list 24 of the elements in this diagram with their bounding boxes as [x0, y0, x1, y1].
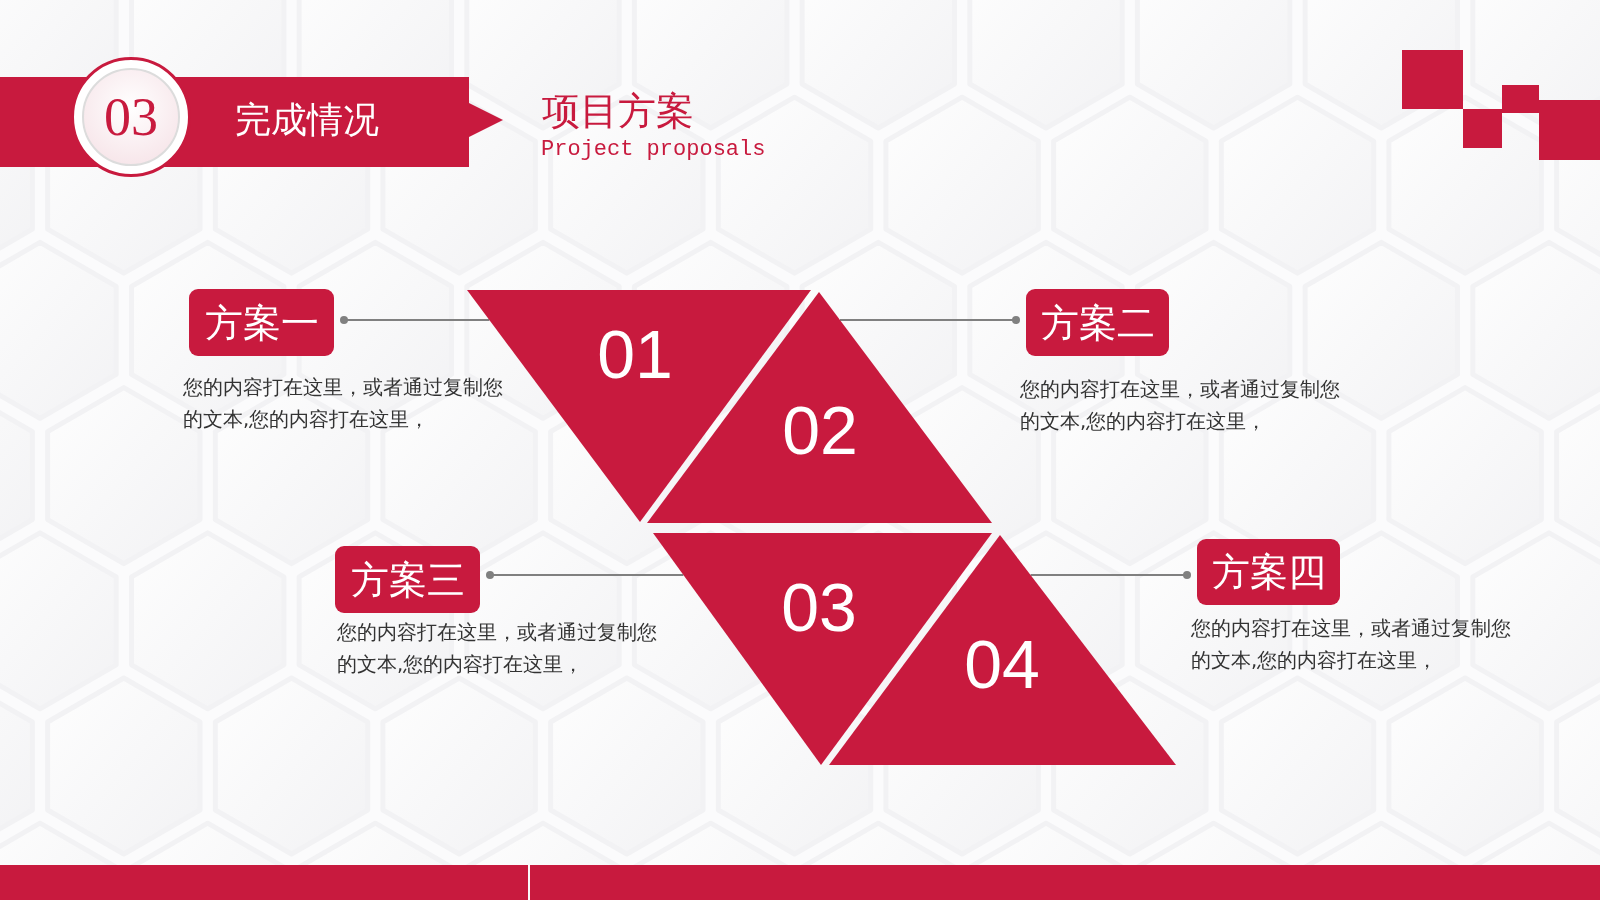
- description-text: 您的内容打在这里，或者通过复制您的文本,您的内容打在这里，: [337, 620, 658, 678]
- plan-title: 方案二: [1040, 300, 1155, 345]
- title-text: 项目方案: [542, 89, 694, 134]
- plan-title: 方案一: [204, 300, 319, 345]
- step-number: 04: [964, 630, 1040, 698]
- plan-tag: [1197, 539, 1340, 605]
- connector-line: [1029, 571, 1191, 579]
- plan-title: 方案四: [1211, 550, 1326, 594]
- step-number: 03: [781, 573, 857, 641]
- connector-line: [340, 316, 491, 324]
- description-text: 您的内容打在这里，或者通过复制您的文本,您的内容打在这里，: [1191, 616, 1512, 674]
- connector-line: [839, 316, 1020, 324]
- plan-title: 方案三: [350, 557, 465, 602]
- step-number: 01: [597, 320, 673, 388]
- subtitle-text: Project proposals: [541, 137, 766, 163]
- plan-tag: [335, 546, 480, 613]
- plan-tag: [189, 289, 334, 356]
- section-number: 03: [104, 89, 158, 145]
- plan-tag: [1026, 289, 1169, 356]
- step-number: 02: [782, 396, 858, 464]
- description-text: 您的内容打在这里，或者通过复制您的文本,您的内容打在这里，: [183, 375, 504, 433]
- description-text: 您的内容打在这里，或者通过复制您的文本,您的内容打在这里，: [1020, 377, 1341, 435]
- section-title: 完成情况: [235, 99, 379, 142]
- connector-line: [486, 571, 685, 579]
